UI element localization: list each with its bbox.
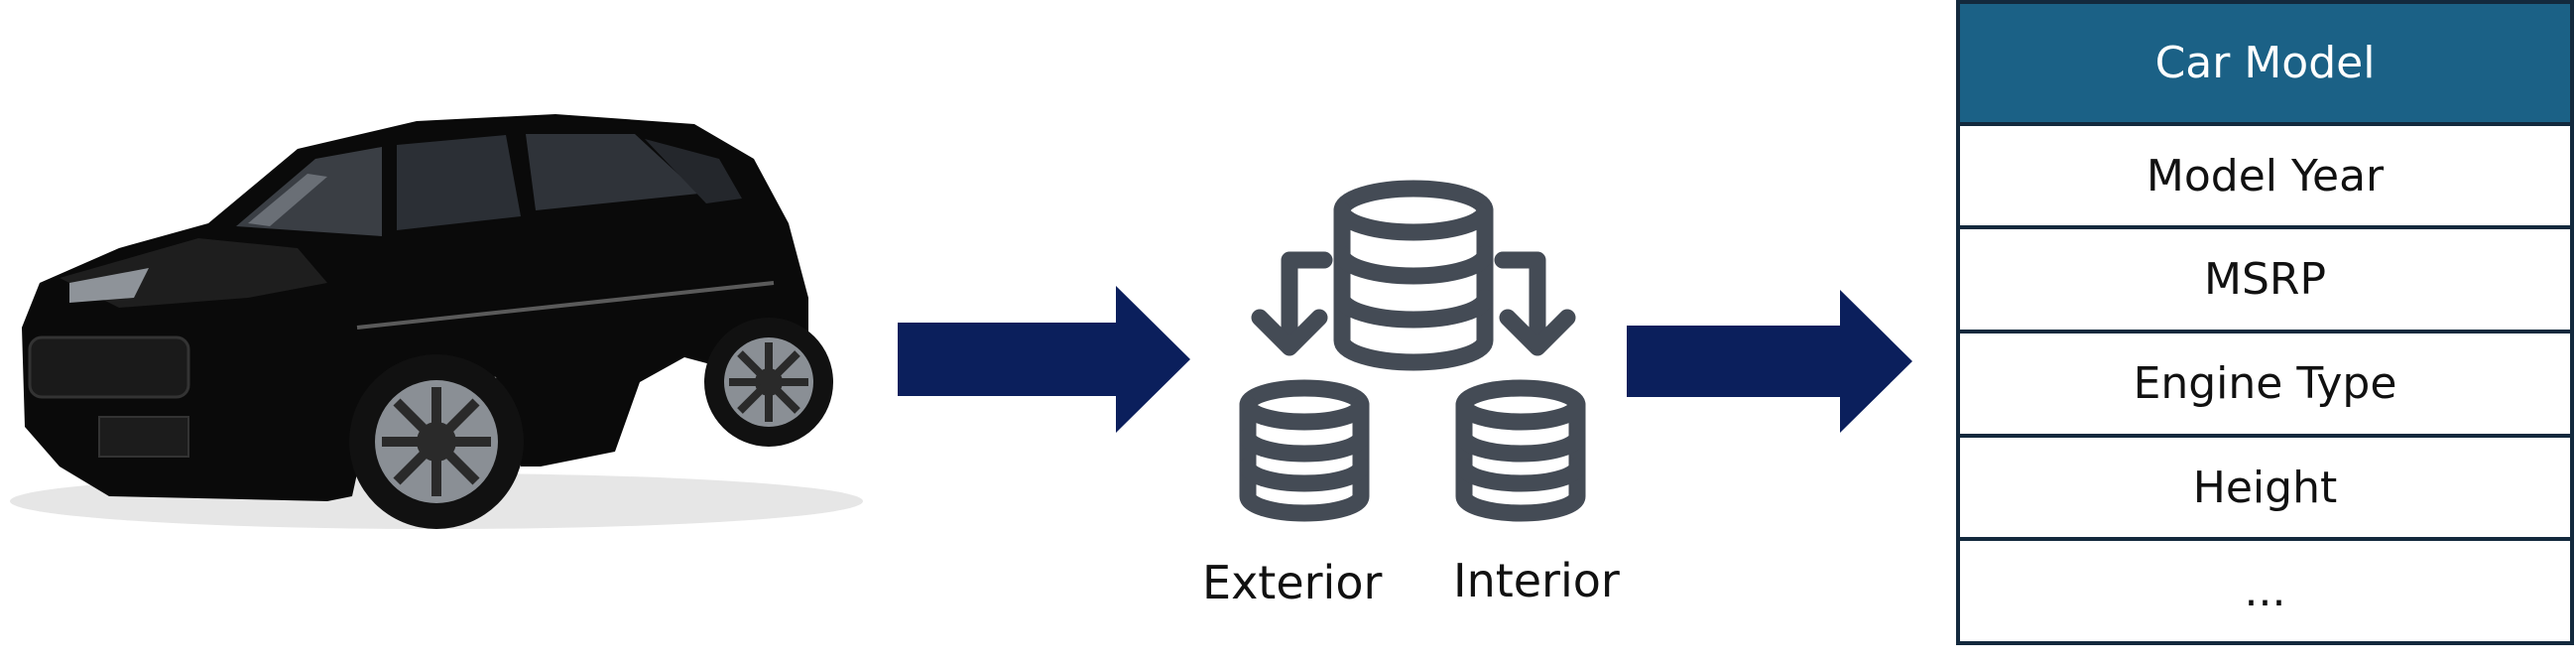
table-row: ... bbox=[1960, 537, 2570, 641]
table-row: Engine Type bbox=[1960, 330, 2570, 434]
interior-label: Interior bbox=[1453, 554, 1620, 607]
table-row: Model Year bbox=[1960, 121, 2570, 226]
table-header: Car Model bbox=[1960, 4, 2570, 122]
curved-arrow-icon bbox=[1251, 251, 1333, 356]
database-icon bbox=[1455, 379, 1586, 522]
car-image bbox=[10, 114, 863, 529]
curved-arrow-icon bbox=[1494, 251, 1576, 356]
table-row: MSRP bbox=[1960, 225, 2570, 330]
table-row: Height bbox=[1960, 433, 2570, 538]
exterior-label: Exterior bbox=[1202, 556, 1383, 609]
car-model-table: Car Model Model Year MSRP Engine Type He… bbox=[1956, 0, 2574, 645]
database-icon bbox=[1333, 180, 1494, 371]
database-icon bbox=[1239, 379, 1370, 522]
